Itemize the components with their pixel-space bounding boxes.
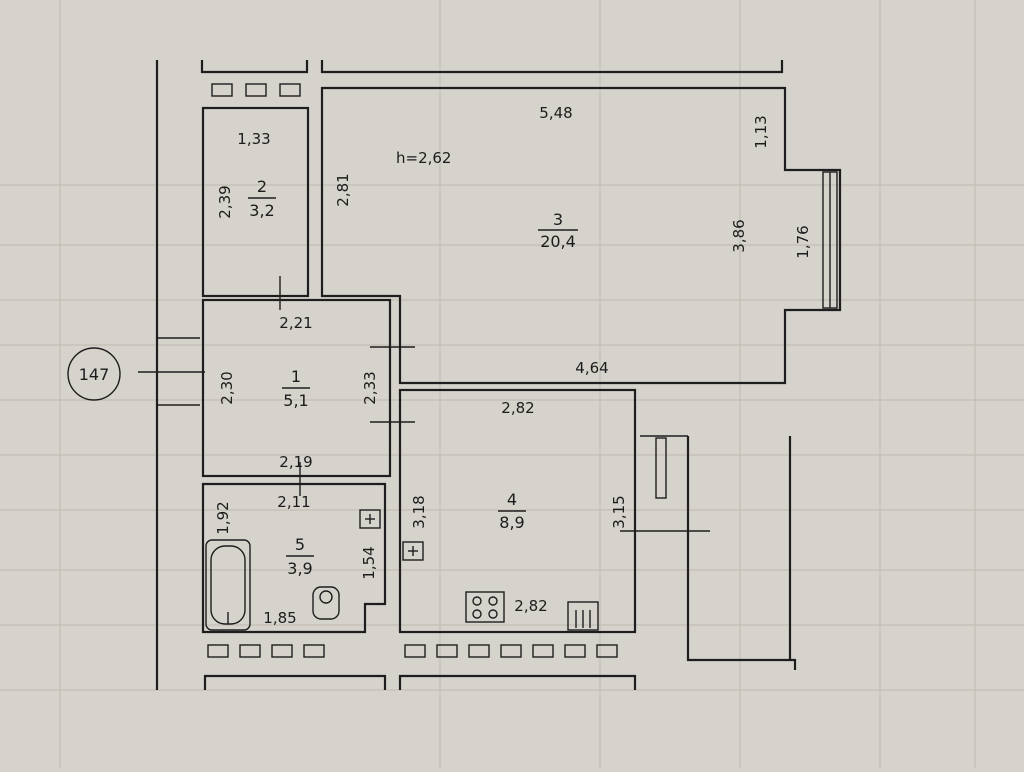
dim-room4-bottom: 2,82 [514,597,547,615]
room-5-area: 3,9 [287,559,312,578]
dim-room4-right: 3,15 [610,495,628,528]
room-1-number: 1 [291,367,301,386]
room-2-number: 2 [257,177,267,196]
dim-room2-width: 1,33 [237,130,270,148]
dim-room1-left: 2,30 [218,371,236,404]
room-5-outline [201,482,387,634]
dim-room3-top: 5,48 [539,104,572,122]
room-4-outline [398,388,637,634]
sink-icon [359,509,381,529]
room-4-number: 4 [507,490,517,509]
dim-room1-bottom: 2,19 [279,453,312,471]
room-2-outline [201,106,310,298]
dim-room5-top: 2,11 [277,493,310,511]
axis-marker-label: 147 [79,365,110,384]
dim-room5-right: 1,54 [360,546,378,579]
room-2-label: 2 3,2 [248,177,276,220]
loggia-outline [686,436,797,670]
kitchen-sink-icon [402,541,424,561]
dim-room1-right: 2,33 [361,371,379,404]
room-3-outline [320,86,842,385]
room-5-label: 5 3,9 [286,535,314,578]
dim-room3-window: 1,76 [794,225,812,258]
dim-room4-top: 2,82 [501,399,534,417]
dim-room2-length: 2,39 [216,185,234,218]
dim-room4-left: 3,18 [410,495,428,528]
room-3-label: 3 20,4 [538,210,578,251]
room-4-area: 8,9 [499,513,524,532]
toilet-icon [312,586,340,620]
dim-room3-bottom: 4,64 [575,359,608,377]
dim-room3-left: 2,81 [334,173,352,206]
window-blocks [207,83,618,658]
dim-room1-top: 2,21 [279,314,312,332]
axis-marker: 147 [67,347,121,401]
bathtub-icon [205,539,251,631]
outer-walls [155,60,784,690]
room-2-area: 3,2 [249,201,274,220]
stove-icon [465,591,505,623]
room-3-area: 20,4 [540,232,576,251]
dim-room5-left: 1,92 [214,501,232,534]
room-1-area: 5,1 [283,391,308,410]
room-5-number: 5 [295,535,305,554]
dim-room3-right: 3,86 [730,219,748,252]
room-1-label: 1 5,1 [282,367,310,410]
room-4-label: 4 8,9 [498,490,526,532]
door-marks [138,276,710,532]
dim-room5-bottom: 1,85 [263,609,296,627]
room-3-number: 3 [553,210,563,229]
balcony-window [655,171,838,499]
radiator-icon [567,601,599,631]
dim-room3-niche: 1,13 [752,115,770,148]
room-1-outline [201,298,392,478]
ceiling-height: h=2,62 [396,149,451,167]
